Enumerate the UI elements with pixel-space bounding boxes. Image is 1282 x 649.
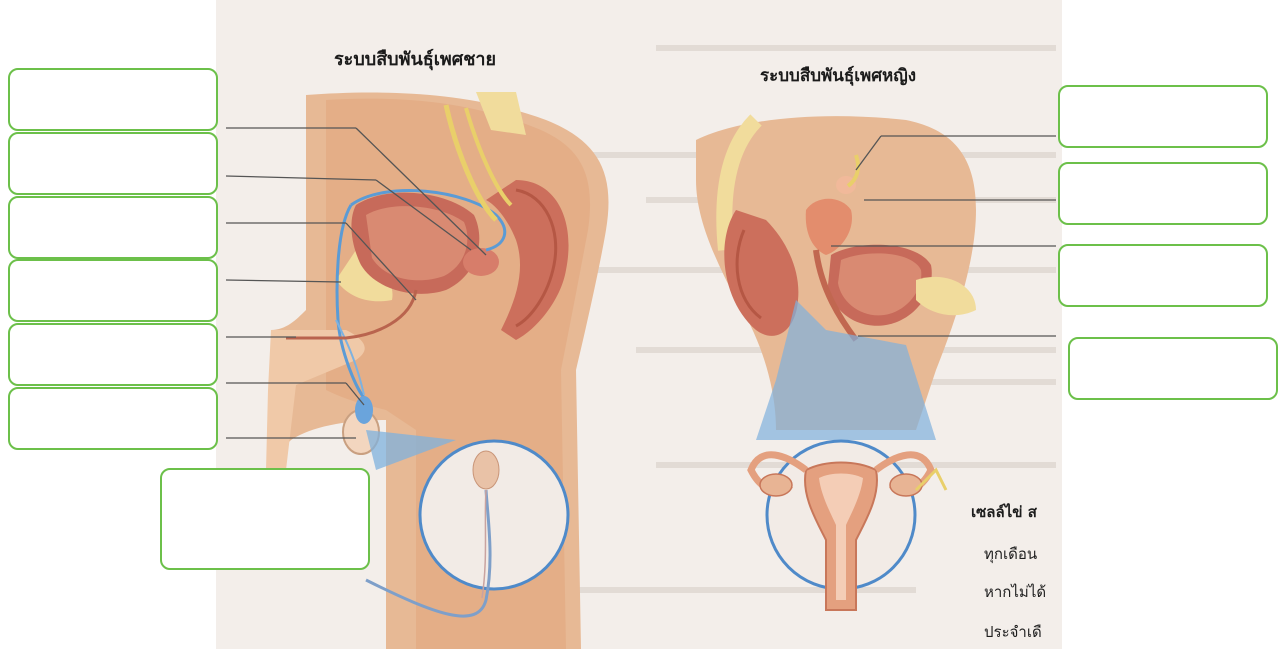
- female-system-title: ระบบสืบพันธุ์เพศหญิง: [760, 62, 916, 89]
- answer-box-right-4[interactable]: [1068, 337, 1278, 400]
- answer-box-right-3[interactable]: [1058, 244, 1268, 307]
- answer-box-left-1[interactable]: [8, 68, 218, 131]
- answer-box-left-4[interactable]: [8, 259, 218, 322]
- side-text-line-4: ประจำเดื: [984, 620, 1042, 644]
- answer-box-left-5[interactable]: [8, 323, 218, 386]
- answer-box-right-2[interactable]: [1058, 162, 1268, 225]
- answer-box-left-2[interactable]: [8, 132, 218, 195]
- side-text-line-3: หากไม่ได้: [984, 580, 1046, 604]
- answer-box-left-3[interactable]: [8, 196, 218, 259]
- side-text-line-1: เซลล์ไข่ ส: [971, 500, 1037, 524]
- male-system-title: ระบบสืบพันธุ์เพศชาย: [334, 44, 496, 73]
- answer-box-bottom[interactable]: [160, 468, 370, 570]
- female-figure: [696, 116, 976, 610]
- side-text-line-2: ทุกเดือน: [984, 542, 1037, 566]
- answer-box-right-1[interactable]: [1058, 85, 1268, 148]
- answer-box-left-6[interactable]: [8, 387, 218, 450]
